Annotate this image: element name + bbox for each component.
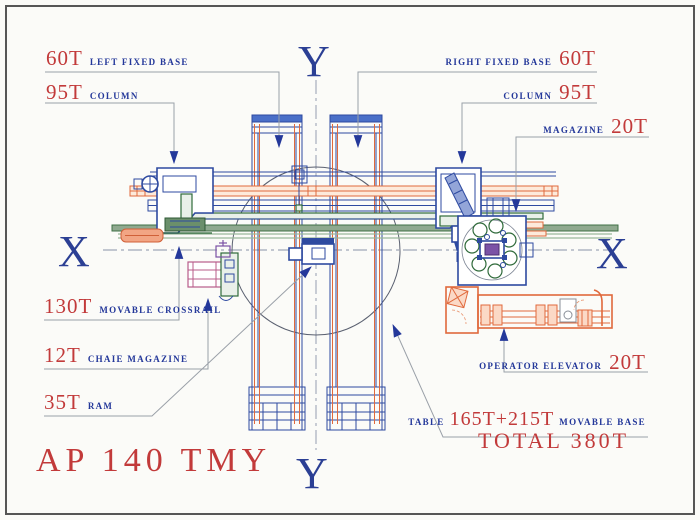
total-weight: TOTAL 380T [478,428,630,453]
callout-right-column: COLUMN 95T [503,80,596,105]
callout-left-fixed-base: 60T LEFT FIXED BASE [46,46,189,71]
ram-structure [288,238,335,265]
tool-magazine-structure [457,197,534,286]
left-fixed-base-structure [248,114,306,431]
callout-right-fixed-base: RIGHT FIXED BASE 60T [446,46,596,71]
component-label: RIGHT FIXED BASE [445,57,553,67]
weight-value: 35T [44,390,81,414]
component-label: COLUMN [89,91,139,101]
axis-x-left: X [58,227,90,276]
callout-chaie-magazine: 12T CHAIE MAGAZINE [44,343,188,368]
center-attachment [291,165,308,212]
weight-value: 60T [46,46,83,70]
component-label: MOVABLE BASE [559,417,646,427]
callout-movable-crossrail: 130T MOVABLE CROSSRAIL [44,294,222,319]
right-fixed-base-structure [326,114,386,431]
axis-y-bottom: Y [296,449,328,498]
axis-x-right: X [596,229,628,278]
component-label: MOVABLE CROSSRAIL [99,305,222,315]
weight-value: 60T [559,46,596,70]
machine-model-title: AP 140 TMY [36,442,272,479]
centerlines [103,80,610,450]
weight-value: 130T [44,294,93,318]
callout-magazine: MAGAZINE 20T [543,114,648,139]
component-label: LEFT FIXED BASE [89,57,189,67]
weight-value: 165T+215T [449,408,555,430]
callout-table-movable-base: TABLE 165T+215T MOVABLE BASE [408,408,646,431]
axis-y-top: Y [298,37,330,86]
callout-left-column: 95T COLUMN [46,80,139,105]
left-column-structure [120,167,214,243]
weight-value: 20T [611,114,648,138]
weight-value: 20T [609,350,646,374]
chain-magazine-structure [187,240,239,301]
component-label: CHAIE MAGAZINE [87,354,189,364]
operator-elevator-structure [445,286,613,334]
callout-leaders [44,71,649,438]
weight-value: 95T [559,80,596,104]
component-label: RAM [87,401,114,411]
table-circle [231,166,401,336]
component-label: MAGAZINE [543,125,605,135]
weight-value: 95T [46,80,83,104]
component-label: TABLE [408,417,445,427]
component-label: OPERATOR ELEVATOR [479,361,603,371]
weight-value: 12T [44,343,81,367]
component-label: COLUMN [503,91,553,101]
callout-ram: 35T RAM [44,390,113,415]
callout-operator-elevator: OPERATOR ELEVATOR 20T [479,350,646,375]
